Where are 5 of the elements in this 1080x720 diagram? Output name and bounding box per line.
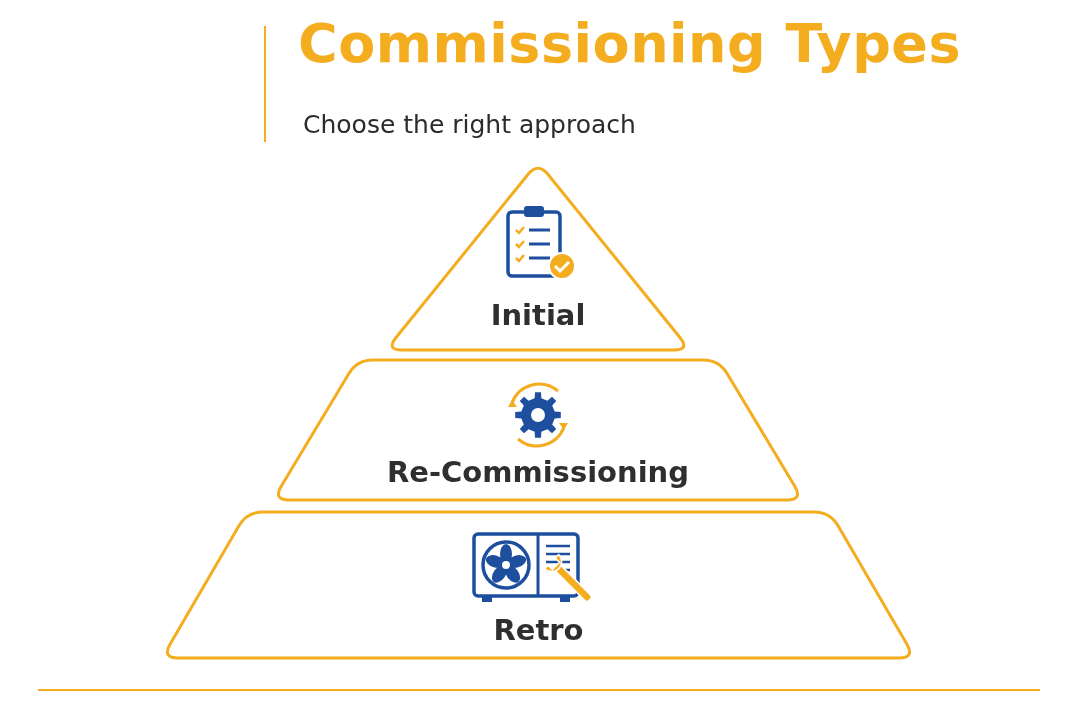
subtitle: Choose the right approach (303, 110, 636, 139)
tier-label: Re-Commissioning (386, 455, 690, 489)
tier-label: Retro (492, 613, 585, 647)
title: Commissioning Types (298, 12, 962, 75)
tier-label: Initial (489, 298, 587, 332)
